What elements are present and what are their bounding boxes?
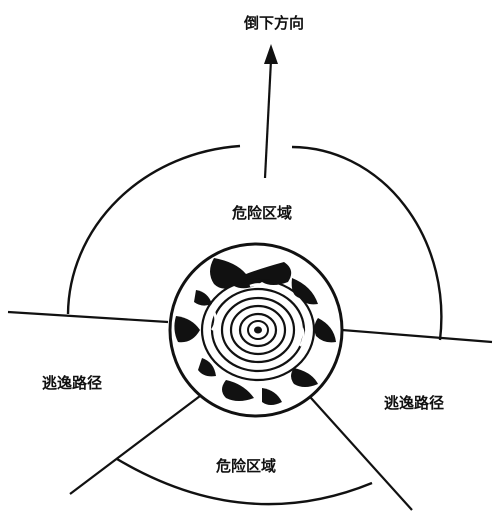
danger-zone-top-label: 危险区域 <box>232 204 292 222</box>
lower-danger-zone-arc <box>116 457 373 506</box>
danger-zone-bottom-label: 危险区域 <box>216 457 276 475</box>
upper-danger-zone-arc-left <box>66 144 241 315</box>
lower-sector-line-right <box>301 387 413 511</box>
lower-sector-line-left <box>69 395 201 495</box>
escape-route-right-label: 逃逸路径 <box>384 394 444 412</box>
tree-stump-rings-icon <box>168 242 344 418</box>
fall-direction-arrow-icon <box>263 44 278 179</box>
boundary-line-left <box>7 310 169 324</box>
boundary-line-right <box>341 328 493 344</box>
escape-route-left-label: 逃逸路径 <box>42 374 102 392</box>
upper-danger-zone-arc-right <box>291 145 443 341</box>
fall-direction-label: 倒下方向 <box>243 14 304 32</box>
